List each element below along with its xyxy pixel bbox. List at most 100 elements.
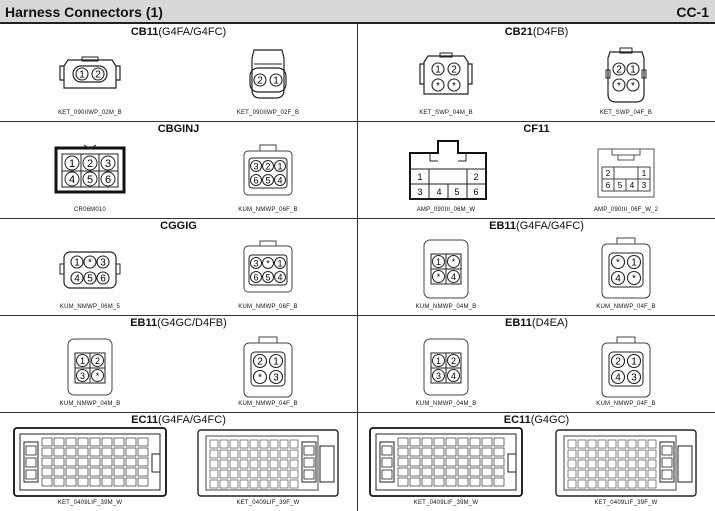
cb11-female-connector: 2 1 — [249, 49, 287, 99]
terminal-cell — [25, 457, 37, 468]
pin-label: 3 — [105, 158, 111, 170]
terminal-cell — [25, 469, 37, 480]
cell-cbginj: CBGINJ 1 2 3 — [0, 121, 357, 218]
connector-title: CB11(G4FA/G4FC) — [130, 26, 227, 38]
terminal-cell — [433, 477, 445, 487]
terminal-cell — [409, 477, 421, 487]
terminal-cell — [65, 477, 77, 487]
terminal-cell — [577, 459, 587, 469]
terminal-cell — [137, 477, 149, 487]
connector-caption: KUM_NMWP_04M_B — [415, 401, 477, 407]
terminal-cell — [209, 459, 219, 469]
terminal-cell — [289, 479, 299, 489]
ec11-g4gc-diagram — [369, 427, 697, 497]
terminal-cell — [457, 437, 469, 447]
terminal-cell — [597, 439, 607, 449]
pin-label: 2 — [95, 356, 100, 366]
terminal-cell — [397, 467, 409, 477]
terminal-cell — [89, 447, 101, 457]
terminal-cell — [397, 457, 409, 467]
column-divider — [357, 24, 358, 511]
pin-label: 3 — [253, 162, 258, 172]
terminal-cell — [113, 477, 125, 487]
terminal-cell — [249, 459, 259, 469]
connector-caption: KUM_NMWP_04M_B — [59, 401, 121, 407]
pin-label: * — [266, 259, 270, 269]
terminal-cell — [577, 439, 587, 449]
terminal-cell — [433, 437, 445, 447]
pin-label: 4 — [451, 371, 456, 381]
terminal-cell — [637, 439, 647, 449]
terminal-cell — [289, 439, 299, 449]
terminal-cell — [381, 445, 393, 456]
connector-housing — [197, 429, 339, 497]
pin-label: 4 — [277, 176, 282, 186]
terminal-cell — [577, 479, 587, 489]
pin-label: * — [96, 371, 100, 381]
terminal-cell — [209, 479, 219, 489]
terminal-cell — [89, 457, 101, 467]
connector-title: CF11 — [523, 123, 550, 135]
terminal-cell — [457, 457, 469, 467]
pin-label: 5 — [454, 187, 459, 197]
terminal-cell — [397, 447, 409, 457]
terminal-cell — [77, 477, 89, 487]
page-code: CC-1 — [676, 4, 709, 20]
terminal-cell — [137, 437, 149, 447]
pin-label: 3 — [417, 187, 422, 197]
eb11-g4gc-male-connector: 1 2 3 * — [67, 338, 113, 396]
pin-label: 5 — [618, 181, 623, 190]
pin-label: 1 — [631, 357, 637, 368]
ec11-g4gc-female-connector — [555, 429, 697, 497]
terminal-cell — [381, 469, 393, 480]
terminal-cell — [269, 449, 279, 459]
terminal-cell — [381, 457, 393, 468]
terminal-cell — [607, 439, 617, 449]
pin-label: 1 — [630, 65, 636, 76]
terminal-cell — [397, 437, 409, 447]
pin-label: * — [632, 274, 636, 285]
terminal-cell — [661, 469, 673, 480]
terminal-cell — [433, 457, 445, 467]
terminal-cell — [627, 479, 637, 489]
terminal-cell — [567, 449, 577, 459]
connector-caption: KET_0409LIF_39F_W — [594, 500, 658, 506]
connector-caption: AMP_090III_06F_W_2 — [593, 207, 659, 213]
connector-title: EB11(D4EA) — [505, 317, 568, 329]
terminal-cell — [607, 469, 617, 479]
terminal-cell — [627, 459, 637, 469]
pin-label: 6 — [100, 274, 106, 285]
connector-title: EB11(G4GC/D4FB) — [130, 317, 227, 329]
cf11-female-connector: 2 1 6 5 4 3 — [597, 148, 655, 198]
terminal-cell — [101, 477, 113, 487]
terminal-cell — [597, 449, 607, 459]
terminal-cell — [101, 447, 113, 457]
terminal-cell — [53, 457, 65, 467]
pin-label: * — [436, 81, 440, 92]
terminal-cell — [249, 449, 259, 459]
terminal-cell — [41, 467, 53, 477]
terminal-cell — [445, 467, 457, 477]
terminal-cell — [239, 459, 249, 469]
pin-label: 2 — [87, 158, 93, 170]
pin-label: 4 — [277, 273, 282, 283]
terminal-cell — [53, 447, 65, 457]
pin-label: 4 — [436, 187, 441, 197]
pin-label: 1 — [435, 65, 441, 76]
cbginj-male-connector: 1 2 3 4 5 6 — [54, 144, 126, 194]
terminal-cell — [249, 439, 259, 449]
terminal-cell — [647, 459, 657, 469]
cell-cggig: CGGIG 1 * 3 4 5 6 — [0, 218, 357, 315]
terminal-cell — [219, 449, 229, 459]
pin-label: 2 — [451, 65, 457, 76]
eb11-d4ea-male-connector: 1 2 3 4 — [423, 338, 469, 396]
terminal-cell — [101, 457, 113, 467]
connector-grid: CB11(G4FA/G4FC) 1 2 2 — [0, 24, 715, 511]
connector-title: CGGIG — [160, 220, 197, 232]
pin-label: 3 — [642, 181, 647, 190]
connector-housing — [555, 429, 697, 497]
terminal-cell — [493, 477, 505, 487]
cbginj-female-connector: 3 2 1 6 5 4 — [243, 144, 293, 196]
eb11-g4fa-female-connector: * 1 4 * — [601, 237, 651, 299]
